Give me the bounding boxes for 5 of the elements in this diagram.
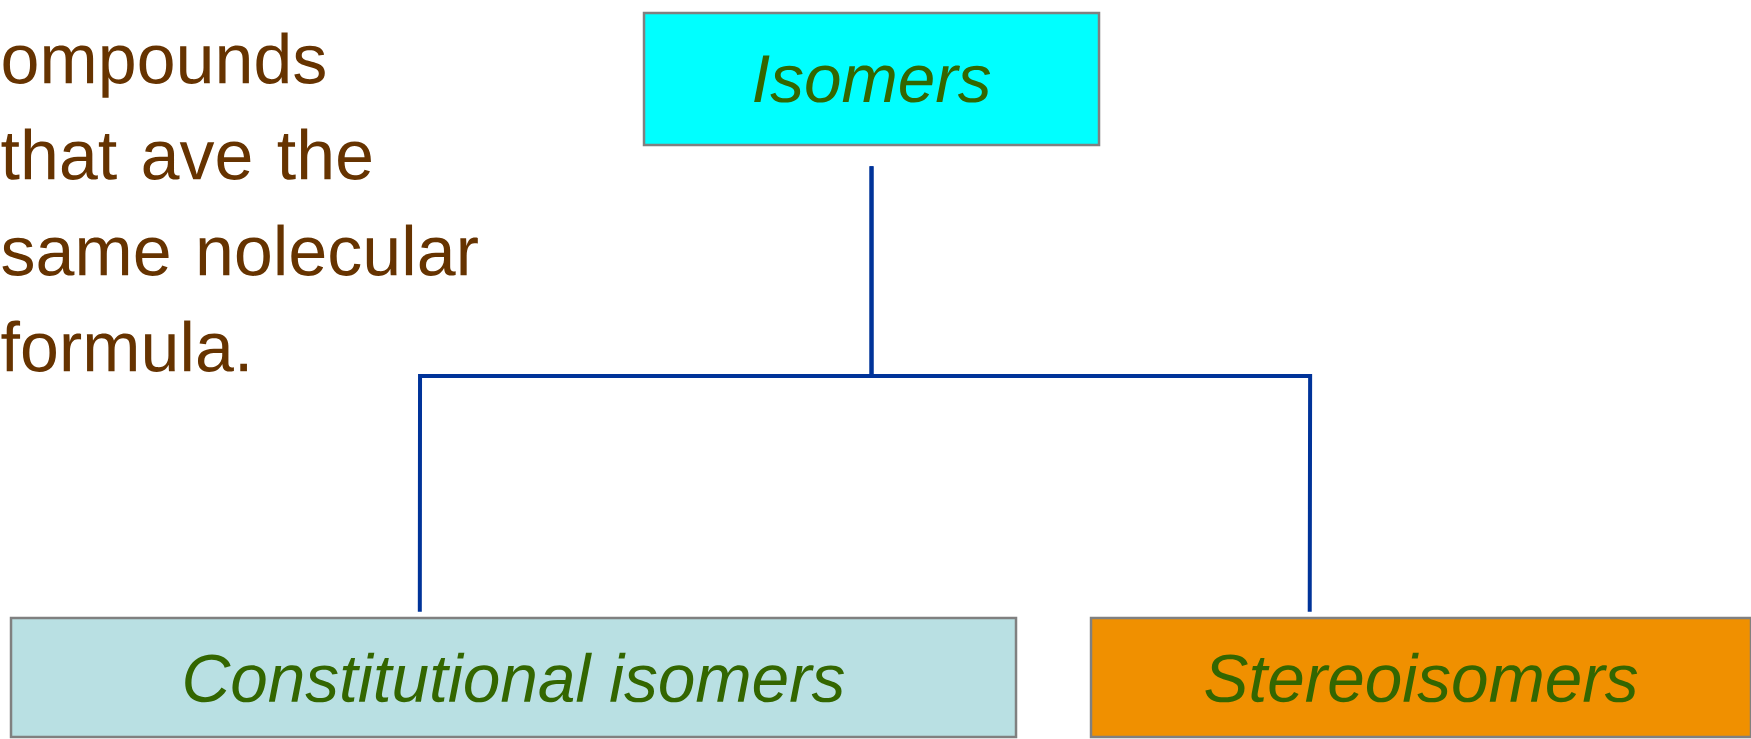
tree-connector <box>869 166 1313 612</box>
category-box: Constitutional isomers <box>9 616 1018 739</box>
category-box: Stereoisomers <box>1089 616 1751 739</box>
category-box: Isomers <box>642 11 1101 147</box>
note-text: ompounds that ave the same nolecular formula. <box>1 32 478 372</box>
